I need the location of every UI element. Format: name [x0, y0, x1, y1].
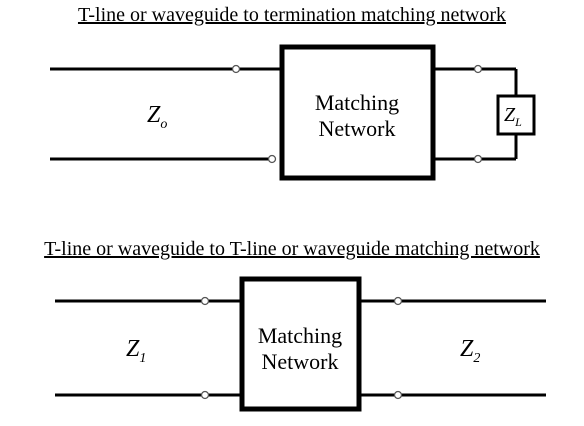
- top-load-impedance-label: ZL: [504, 104, 522, 129]
- top-box-label-line1: Matching: [315, 90, 399, 115]
- top-diagram: T-line or waveguide to termination match…: [50, 4, 536, 181]
- top-box-label-line2: Network: [319, 116, 396, 141]
- bottom-right-impedance-label: Z2: [460, 336, 480, 366]
- top-load-impedance-box: [496, 94, 536, 136]
- top-input-terminal-upper: [231, 64, 241, 74]
- bottom-left-terminal-lower: [200, 390, 210, 400]
- bottom-right-terminal-lower: [393, 390, 403, 400]
- bottom-matching-network-box: [239, 276, 362, 412]
- top-output-terminal-lower: [473, 154, 483, 164]
- bottom-diagram: T-line or waveguide to T-line or wavegui…: [44, 238, 546, 412]
- top-diagram-title: T-line or waveguide to termination match…: [78, 4, 506, 26]
- top-matching-network-box: [279, 44, 436, 181]
- top-line-impedance-label: Zo: [147, 102, 167, 132]
- bottom-box-label-line2: Network: [262, 349, 339, 374]
- bottom-box-label-line1: Matching: [258, 323, 342, 348]
- bottom-left-impedance-label: Z1: [126, 336, 146, 366]
- top-output-terminal-upper: [473, 64, 483, 74]
- bottom-diagram-title: T-line or waveguide to T-line or wavegui…: [44, 238, 540, 260]
- bottom-left-terminal-upper: [200, 296, 210, 306]
- bottom-right-terminal-upper: [393, 296, 403, 306]
- top-input-terminal-lower: [267, 154, 277, 164]
